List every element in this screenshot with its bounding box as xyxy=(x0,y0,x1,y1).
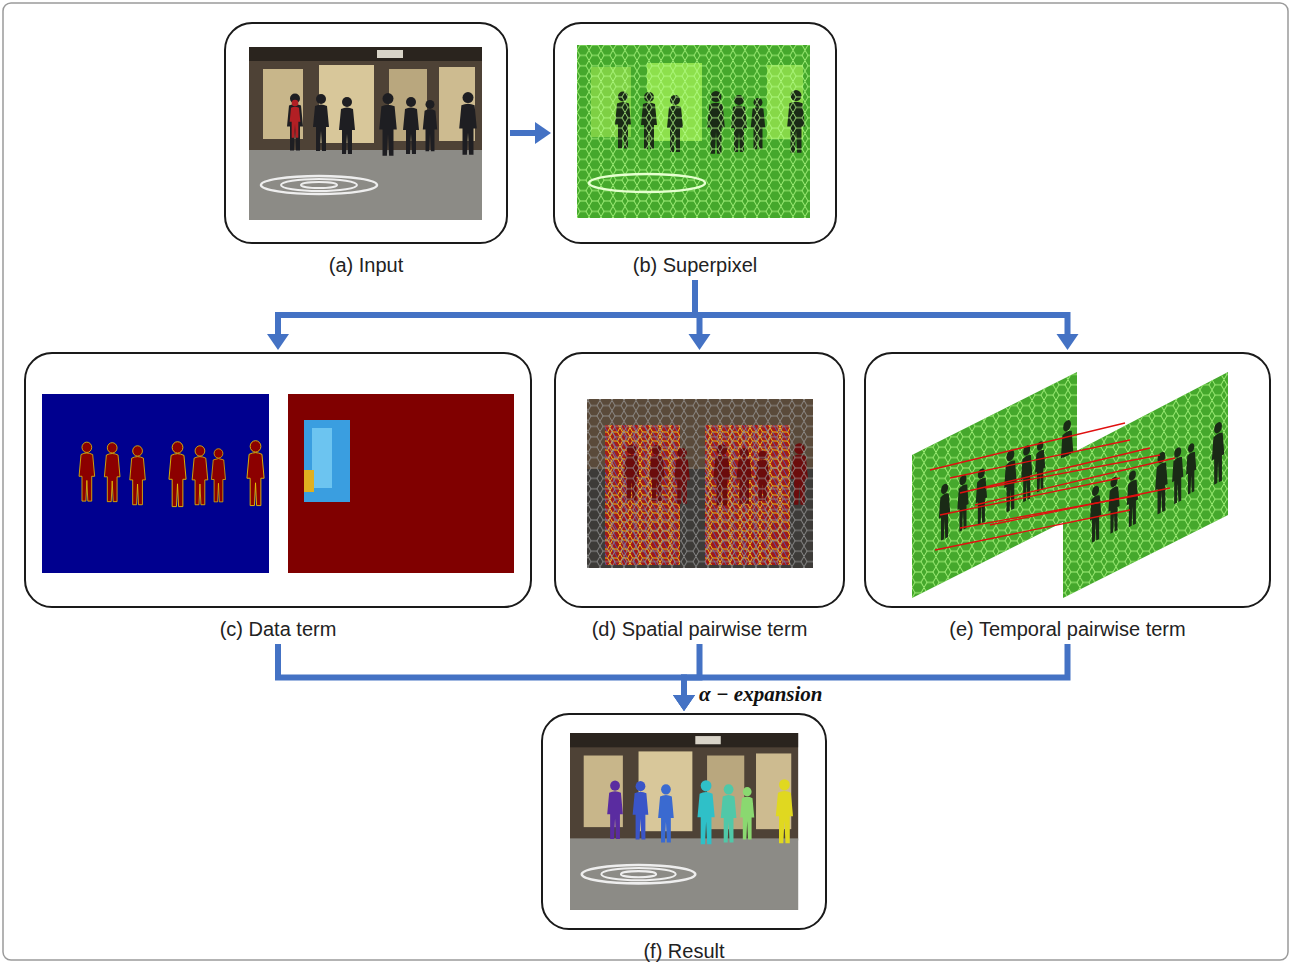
panel-caption: (e) Temporal pairwise term xyxy=(949,617,1185,641)
panel-frame xyxy=(224,22,508,244)
flow-arrow xyxy=(510,122,551,144)
illustration-part xyxy=(697,780,714,844)
illustration-part xyxy=(607,781,623,839)
illustration-part xyxy=(930,423,1125,470)
panel-frame xyxy=(864,352,1271,608)
diagram-panel: (f) Result xyxy=(541,713,827,963)
illustration-part xyxy=(577,45,810,218)
caption-row: (d) Spatial pairwise term xyxy=(554,617,845,641)
diagram-panel: (c) Data term xyxy=(24,352,532,641)
panel-caption: (d) Spatial pairwise term xyxy=(592,617,808,641)
flow-line xyxy=(278,280,695,336)
spatial-graph-image xyxy=(587,399,813,568)
diagram-panel: (a) Input xyxy=(224,22,508,277)
caption-row: (f) Result xyxy=(541,939,827,963)
illustration-part xyxy=(740,787,754,839)
arrow-head xyxy=(673,695,695,711)
page-frame xyxy=(3,3,1288,960)
illustration-part xyxy=(1050,360,1240,610)
arrow-head xyxy=(267,334,289,350)
illustration-part xyxy=(587,399,813,568)
flow-arrow xyxy=(267,280,695,350)
arrow-head xyxy=(673,695,695,711)
illustration-part xyxy=(975,458,1175,505)
illustration-part xyxy=(940,478,1120,515)
diagram-panel: (e) Temporal pairwise term xyxy=(864,352,1271,641)
flow-arrow xyxy=(673,644,1068,711)
panel-frame xyxy=(541,713,827,930)
temporal-frames xyxy=(900,360,1240,610)
panel-frame xyxy=(554,352,845,608)
panel-caption: (a) Input xyxy=(329,253,403,277)
panel-caption: (c) Data term xyxy=(220,617,337,641)
illustration-part xyxy=(1090,419,1224,548)
flow-line xyxy=(510,130,537,136)
illustration-part xyxy=(288,394,514,573)
illustration-part xyxy=(287,92,477,156)
illustration-part xyxy=(990,488,1170,525)
input-photo xyxy=(249,47,482,220)
flow-arrow xyxy=(695,280,1079,350)
caption-row: (c) Data term xyxy=(24,617,532,641)
illustration-part xyxy=(985,455,1160,488)
illustration-part xyxy=(577,45,810,218)
data-term-map xyxy=(42,394,514,573)
panel-frame xyxy=(24,352,532,608)
illustration-part xyxy=(658,784,674,842)
illustration-part xyxy=(935,510,1130,550)
illustration-part xyxy=(721,784,737,842)
flow-line xyxy=(278,644,684,697)
illustration-part xyxy=(304,420,350,502)
panel-caption: (f) Result xyxy=(643,939,724,963)
illustration-part xyxy=(1050,360,1240,610)
illustration-part xyxy=(290,100,301,138)
arrow-head xyxy=(535,122,551,144)
result-photo xyxy=(570,733,798,910)
illustration-part xyxy=(312,428,332,488)
illustration-part xyxy=(42,394,269,573)
panel-caption: (b) Superpixel xyxy=(633,253,758,277)
illustration-part xyxy=(304,470,314,492)
diagram-panel: (d) Spatial pairwise term xyxy=(554,352,845,641)
caption-row: (b) Superpixel xyxy=(553,253,837,277)
arrow-head xyxy=(673,695,695,711)
illustration-part xyxy=(589,174,705,192)
illustration-part xyxy=(776,779,793,843)
superpixel-image xyxy=(577,45,810,218)
diagram-panel: (b) Superpixel xyxy=(553,22,837,277)
flow-arrow xyxy=(278,644,695,711)
illustration-part xyxy=(249,47,482,220)
caption-row: (a) Input xyxy=(224,253,508,277)
illustration-part xyxy=(79,441,264,507)
illustration-part xyxy=(930,423,1175,550)
arrow-head xyxy=(1057,334,1079,350)
arrow-head xyxy=(689,334,711,350)
edge-label: α − expansion xyxy=(696,681,826,707)
flow-line xyxy=(695,280,1068,336)
panel-frame xyxy=(553,22,837,244)
illustration-part xyxy=(570,733,798,910)
illustration-part xyxy=(587,399,813,568)
caption-row: (e) Temporal pairwise term xyxy=(864,617,1271,641)
illustration-part xyxy=(1090,419,1224,548)
illustration-part xyxy=(633,781,649,839)
illustration-part xyxy=(79,441,264,507)
illustration-part xyxy=(1050,360,1240,610)
